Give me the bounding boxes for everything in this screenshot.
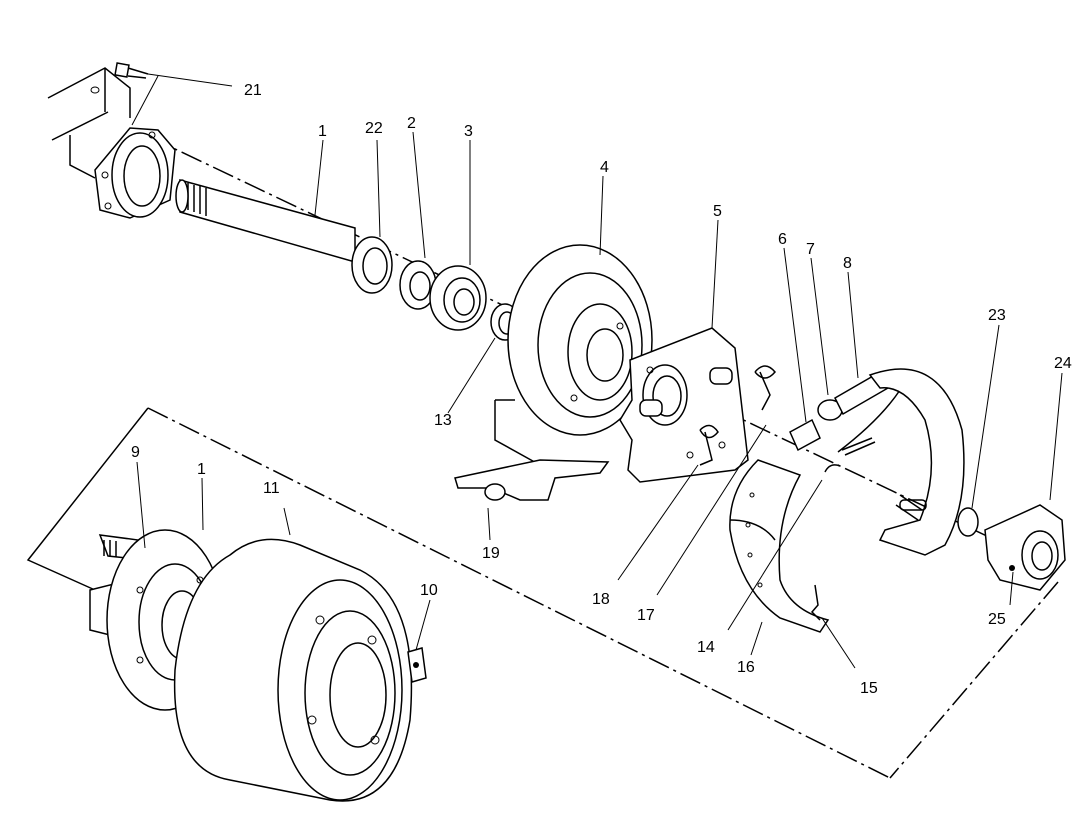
bolt-21 [114,62,149,79]
callout-10: 10 [420,582,438,599]
callout-1-hub: 1 [197,461,206,478]
callout-16: 16 [737,659,755,676]
callout-9: 9 [131,444,140,461]
callout-3: 3 [464,123,473,140]
leader-lines [131,73,1063,669]
brake-shoe-right [868,368,965,556]
callout-17: 17 [637,607,655,624]
retainer-clip [810,584,821,621]
plug-10 [407,647,427,683]
callout-1: 1 [318,123,327,140]
callout-23: 23 [988,307,1006,324]
callout-labels: 21 1 22 2 3 4 5 6 7 8 23 24 13 9 1 11 19… [131,82,1072,697]
center-lines [26,136,1059,779]
backing-plate-disc [507,244,653,436]
callout-4: 4 [600,159,609,176]
callout-22: 22 [365,120,383,137]
brake-shoe-front [729,459,830,633]
callout-21: 21 [244,82,262,99]
callout-24: 24 [1054,355,1072,372]
callout-11: 11 [263,480,280,497]
callout-6: 6 [778,231,787,248]
callout-19: 19 [482,545,500,562]
callout-25: 25 [988,611,1006,628]
callout-8: 8 [843,255,852,272]
snap-ring-and-collar [957,504,1066,591]
callout-5: 5 [713,203,722,220]
springs [639,365,776,466]
bracket-19 [454,399,610,501]
brake-drum [173,538,413,802]
axle-shaft [175,179,356,263]
callout-15: 15 [860,680,878,697]
callout-2: 2 [407,115,416,132]
callout-13: 13 [434,412,452,429]
mounting-plate [619,327,749,483]
callout-7: 7 [806,241,815,258]
callout-14: 14 [697,639,715,656]
callout-18: 18 [592,591,610,608]
bearings [351,236,520,341]
adjuster-assembly [789,370,901,473]
axle-housing [47,67,176,219]
